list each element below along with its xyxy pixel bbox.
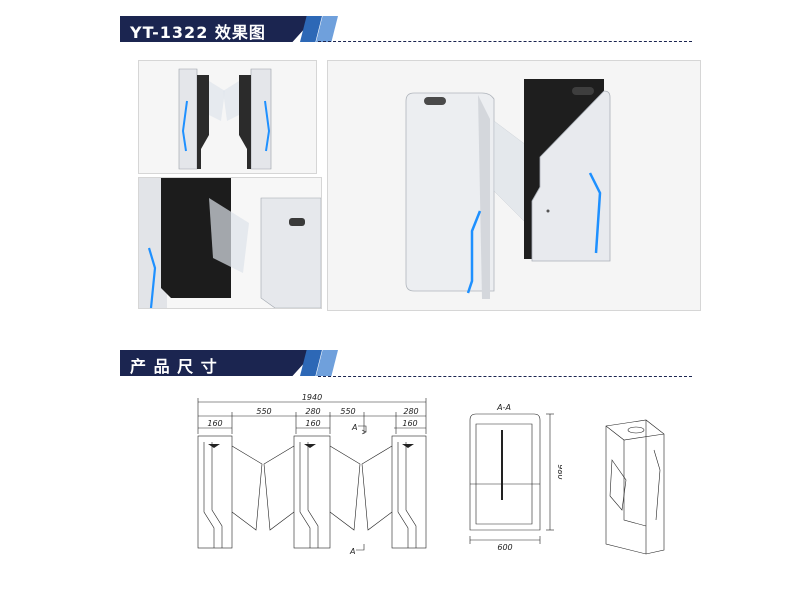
dim-total-width: 1940	[302, 393, 322, 402]
dimension-drawing-isometric	[596, 410, 676, 555]
dimension-drawing-section: A-A 600 980	[462, 400, 562, 555]
header-stripe	[316, 16, 338, 42]
header-bar	[120, 350, 316, 376]
section-title-dimensions: 产 品 尺 寸	[130, 357, 218, 376]
section-title-effects: YT-1322 效果图	[130, 23, 266, 42]
dim-gap-1: 550	[256, 407, 271, 416]
section-title: A-A	[496, 403, 511, 412]
dim-body-3a: 280	[403, 407, 418, 416]
section-mark-bottom: A	[349, 547, 355, 556]
render-photo-front-pair	[138, 60, 317, 174]
render-photo-closeup	[138, 177, 322, 309]
dim-body-1: 160	[207, 419, 222, 428]
dim-body-2b: 160	[305, 419, 320, 428]
dim-body-3b: 160	[402, 419, 417, 428]
header-stripe	[316, 350, 338, 376]
section-mark-top: A	[351, 423, 357, 432]
dim-section-height: 980	[556, 464, 562, 479]
render-photo-main	[327, 60, 701, 311]
header-divider	[318, 41, 692, 42]
dim-gap-2: 550	[340, 407, 355, 416]
header-bar	[120, 16, 316, 42]
header-stripe	[300, 16, 322, 42]
dim-section-width: 600	[497, 543, 512, 552]
dimension-drawing-front: 1940 550 280 550 280 160 160 160 A A	[188, 390, 438, 560]
dim-body-2a: 280	[305, 407, 320, 416]
header-stripe	[300, 350, 322, 376]
header-divider	[318, 376, 692, 377]
